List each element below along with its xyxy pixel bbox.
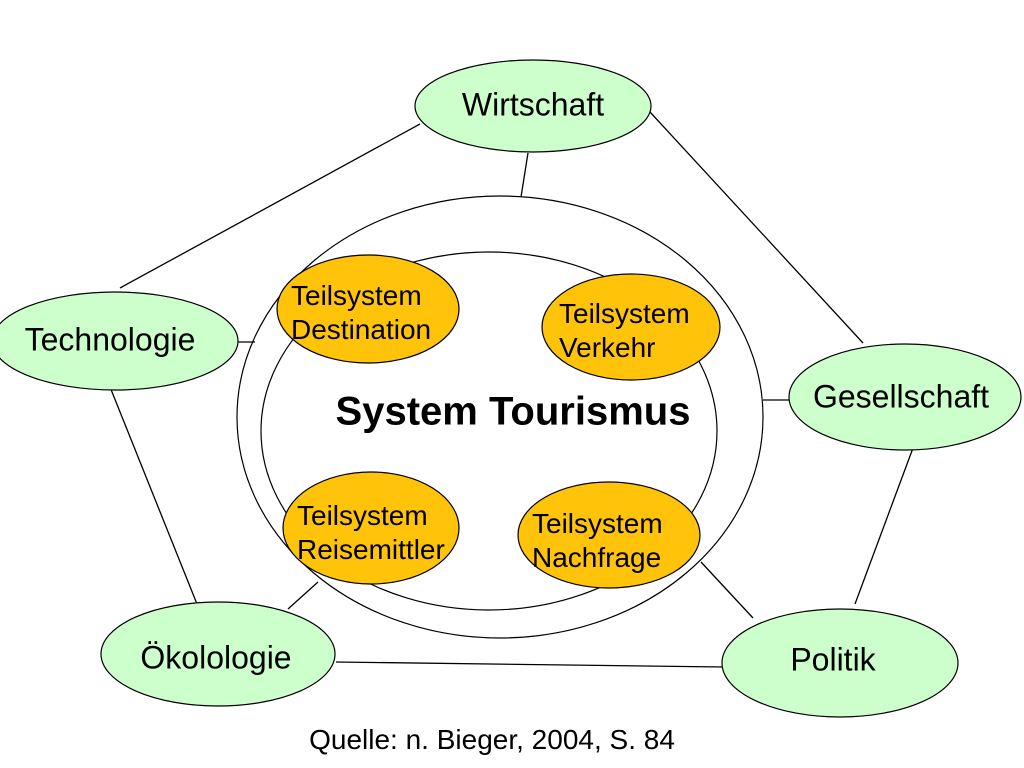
node-teilsystem-reisemittler [282,471,460,585]
diagram-title: System Tourismus [335,389,691,434]
label-line-2: Verkehr [559,332,656,363]
label-teilsystem-verkehr: Teilsystem Verkehr [559,297,690,365]
system-outer-ring [236,195,764,639]
connector-politik-system [700,561,754,619]
node-gesellschaft [788,343,1022,451]
label-line-1: Teilsystem [559,298,690,329]
connector-wirtschaft-system [520,152,529,198]
label-politik: Politik [790,641,876,678]
edge-wirtschaft-technologie [119,123,421,289]
edge-gesellschaft-politik [854,447,914,605]
label-line-1: Teilsystem [291,280,422,311]
label-wirtschaft: Wirtschaft [461,86,605,123]
label-line-2: Reisemittler [297,534,445,565]
node-teilsystem-verkehr [541,273,721,381]
label-line-2: Destination [291,314,432,345]
label-technologie: Technologie [24,321,196,358]
source-caption: Quelle: n. Bieger, 2004, S. 84 [309,724,675,755]
subsystem-nodes [276,254,721,589]
node-technologie [0,291,239,391]
node-wirtschaft [414,59,652,153]
edge-technologie-oekolologie [109,386,200,610]
node-oekolologie [100,601,336,707]
label-line-1: Teilsystem [532,508,663,539]
label-teilsystem-destination: Teilsystem Destination [291,279,431,347]
node-teilsystem-nachfrage [517,481,701,589]
label-teilsystem-nachfrage: Teilsystem Nachfrage [532,507,663,575]
label-line-2: Nachfrage [532,542,662,573]
edge-oekolologie-politik [335,661,724,668]
label-oekolologie: Ökolologie [140,639,292,676]
pentagon-edges [109,111,914,668]
label-gesellschaft: Gesellschaft [812,378,990,415]
edge-wirtschaft-gesellschaft [649,111,864,344]
node-teilsystem-destination [276,254,460,364]
node-politik [721,608,959,718]
label-line-1: Teilsystem [297,500,428,531]
label-teilsystem-reisemittler: Teilsystem Reisemittler [297,499,445,567]
connector-oekolologie-system [287,581,319,610]
environment-nodes [0,59,1022,718]
system-inner-ring [260,251,718,611]
